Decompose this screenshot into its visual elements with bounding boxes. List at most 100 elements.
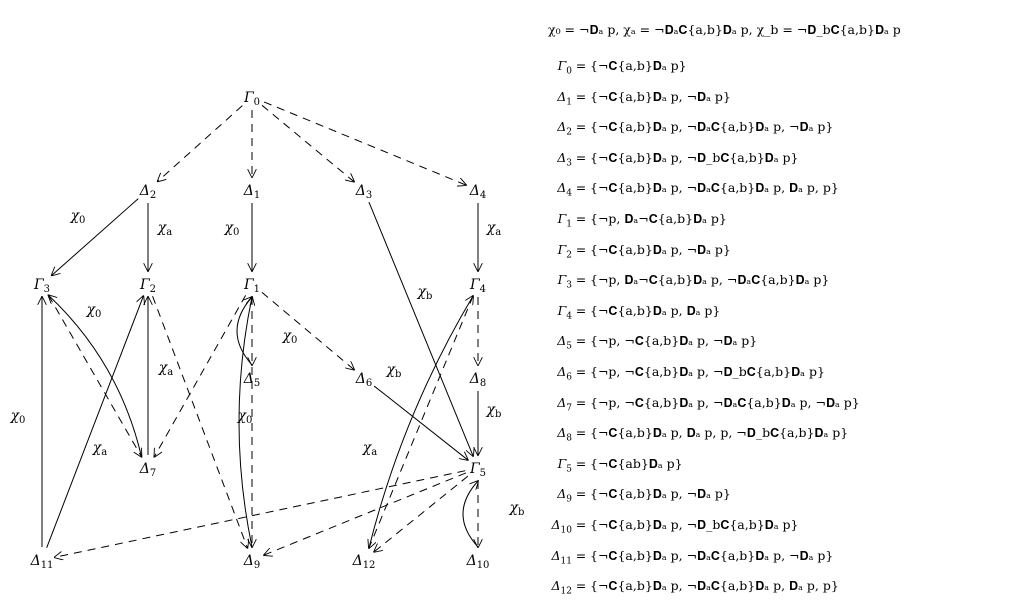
equals-sign: =: [575, 149, 587, 165]
equals-sign: =: [575, 455, 587, 471]
node-d1: Δ1: [243, 183, 261, 201]
definition-rhs: {¬𝐂{a,b}𝐃ₐ p, 𝐃ₐ p}: [590, 302, 721, 318]
equals-sign: =: [575, 394, 587, 410]
edge-g0-to-d2: [158, 105, 243, 182]
definition-lhs: Γ0: [557, 58, 572, 77]
definition-lhs: Γ2: [557, 241, 572, 261]
node-d2: Δ2: [139, 183, 157, 201]
definition-row: Δ9={¬𝐂{a,b}𝐃ₐ p, ¬𝐃ₐ p}: [528, 486, 731, 508]
node-g5: Γ5: [469, 461, 486, 479]
equals-sign: =: [575, 241, 587, 257]
definition-rhs: {¬𝐂{a,b}𝐃ₐ p}: [590, 58, 687, 73]
node-g3: Γ3: [33, 277, 50, 295]
edge-label: χa: [158, 360, 173, 378]
equals-sign: =: [575, 517, 587, 532]
definition-row: Δ4={¬𝐂{a,b}𝐃ₐ p, ¬𝐃ₐ𝐂{a,b}𝐃ₐ p, 𝐃ₐ p, p}: [528, 180, 839, 202]
edge-g0-to-d3: [261, 104, 354, 181]
definition-row: Δ11={¬𝐂{a,b}𝐃ₐ p, ¬𝐃ₐ𝐂{a,b}𝐃ₐ p, ¬𝐃ₐ p}: [528, 547, 834, 570]
edge-g4-to-d12: [369, 295, 474, 548]
definition-row: Δ12={¬𝐂{a,b}𝐃ₐ p, ¬𝐃ₐ𝐂{a,b}𝐃ₐ p, 𝐃ₐ p, p…: [528, 578, 839, 600]
equals-sign: =: [575, 425, 587, 441]
equals-sign: =: [575, 272, 587, 288]
definition-row: Δ2={¬𝐂{a,b}𝐃ₐ p, ¬𝐃ₐ𝐂{a,b}𝐃ₐ p, ¬𝐃ₐ p}: [528, 119, 833, 141]
equals-sign: =: [575, 58, 587, 73]
edge-g2-to-d9: [152, 295, 248, 548]
node-d8: Δ8: [469, 371, 487, 389]
edge-label: χ0: [86, 302, 102, 320]
definition-rhs: {¬𝐂{a,b}𝐃ₐ p, ¬𝐃ₐ p}: [590, 88, 731, 104]
edge-d11-to-g2: [46, 296, 144, 549]
edge-g5-to-d11: [55, 470, 466, 558]
edge-label: χ0: [10, 408, 26, 426]
equals-sign: =: [575, 88, 587, 104]
definition-rhs: {¬𝐂{a,b}𝐃ₐ p, ¬𝐃ₐ p}: [590, 486, 731, 502]
edge-g5-to-d9: [264, 472, 467, 555]
definition-lhs: Δ6: [557, 364, 572, 383]
edge-label: χa: [486, 220, 501, 238]
edge-label: χ0: [282, 328, 298, 346]
definition-row: Δ7={¬p, ¬𝐂{a,b}𝐃ₐ p, ¬𝐃ₐ𝐂{a,b}𝐃ₐ p, ¬𝐃ₐ …: [528, 395, 860, 417]
definition-row: Δ3={¬𝐂{a,b}𝐃ₐ p, ¬𝐃_b𝐂{a,b}𝐃ₐ p}: [528, 149, 798, 172]
definition-rhs: {¬p, 𝐃ₐ¬𝐂{a,b}𝐃ₐ p, ¬𝐃ₐ𝐂{a,b}𝐃ₐ p}: [590, 272, 830, 288]
equals-sign: =: [575, 486, 587, 502]
definition-rhs: {¬𝐂{a,b}𝐃ₐ p, ¬𝐃ₐ p}: [590, 241, 731, 257]
node-d9: Δ9: [243, 553, 261, 571]
definition-rhs: {¬p, 𝐃ₐ¬𝐂{a,b}𝐃ₐ p}: [590, 211, 727, 226]
definition-row: Δ10={¬𝐂{a,b}𝐃ₐ p, ¬𝐃_b𝐂{a,b}𝐃ₐ p}: [528, 517, 799, 539]
definition-rhs: {¬p, ¬𝐂{a,b}𝐃ₐ p, ¬𝐃_b𝐂{a,b}𝐃ₐ p}: [590, 364, 825, 379]
node-g1: Γ1: [243, 277, 260, 295]
definition-rhs: {¬𝐂{a,b}𝐃ₐ p, ¬𝐃ₐ𝐂{a,b}𝐃ₐ p, ¬𝐃ₐ p}: [590, 119, 834, 135]
edge-label: χ0: [70, 208, 86, 226]
node-d6: Δ6: [355, 371, 373, 389]
edge-label: χa: [157, 220, 172, 238]
definition-lhs: Δ9: [557, 486, 572, 505]
definition-rhs: {¬𝐂{a,b}𝐃ₐ p, ¬𝐃ₐ𝐂{a,b}𝐃ₐ p, 𝐃ₐ p, p}: [590, 578, 839, 594]
node-g0: Γ0: [243, 90, 260, 108]
node-d10: Δ10: [466, 553, 490, 571]
edge-label: χa: [362, 440, 377, 458]
node-g4: Γ4: [469, 277, 486, 295]
definition-lhs: Δ2: [557, 119, 572, 138]
edge-label: χb: [386, 362, 402, 380]
equals-sign: =: [575, 333, 587, 349]
definition-row: Γ1={¬p, 𝐃ₐ¬𝐂{a,b}𝐃ₐ p}: [528, 211, 727, 233]
edge-label: χ0: [224, 220, 240, 238]
equals-sign: =: [575, 211, 587, 226]
edge-label: χb: [509, 500, 525, 518]
definition-rhs: {¬p, ¬𝐂{a,b}𝐃ₐ p, ¬𝐃ₐ p}: [590, 333, 758, 349]
definition-lhs: Δ7: [557, 394, 572, 414]
definition-row: Γ2={¬𝐂{a,b}𝐃ₐ p, ¬𝐃ₐ p}: [528, 242, 731, 264]
edge-g1-to-d6: [261, 291, 354, 369]
definition-rhs: {¬𝐂{ab}𝐃ₐ p}: [590, 455, 683, 471]
edge-d9-to-g1: [238, 297, 252, 548]
node-d5: Δ5: [243, 371, 261, 389]
definition-lhs: Γ4: [557, 302, 572, 322]
definition-lhs: Γ3: [557, 272, 572, 291]
definition-lhs: Γ5: [557, 455, 572, 475]
edge-d7-to-g3: [48, 295, 142, 457]
definition-rhs: {¬𝐂{a,b}𝐃ₐ p, ¬𝐃ₐ𝐂{a,b}𝐃ₐ p, 𝐃ₐ p, p}: [590, 180, 839, 196]
definition-lhs: Δ1: [557, 88, 572, 108]
definition-row: Δ1={¬𝐂{a,b}𝐃ₐ p, ¬𝐃ₐ p}: [528, 89, 731, 111]
edge-d12-to-g4: [368, 296, 473, 549]
edge-label: χb: [417, 284, 433, 302]
definition-lhs: Δ10: [551, 517, 572, 536]
definition-lhs: Γ1: [557, 211, 572, 230]
node-d4: Δ4: [469, 183, 487, 201]
definition-lhs: Δ11: [551, 547, 572, 567]
definition-lhs: Δ3: [557, 149, 572, 169]
definition-lhs: Δ5: [557, 333, 572, 352]
definition-row: Δ6={¬p, ¬𝐂{a,b}𝐃ₐ p, ¬𝐃_b𝐂{a,b}𝐃ₐ p}: [528, 364, 825, 386]
equals-sign: =: [575, 547, 587, 563]
edge-label: χ0: [237, 408, 253, 426]
edge-d3-to-g5: [368, 201, 473, 456]
definition-row: Δ5={¬p, ¬𝐂{a,b}𝐃ₐ p, ¬𝐃ₐ p}: [528, 333, 757, 355]
edge-label: χa: [92, 440, 107, 458]
edge-g0-to-d4: [263, 101, 466, 185]
equals-sign: =: [575, 302, 587, 318]
edge-d10-to-g5: [462, 481, 478, 548]
equals-sign: =: [575, 364, 587, 379]
